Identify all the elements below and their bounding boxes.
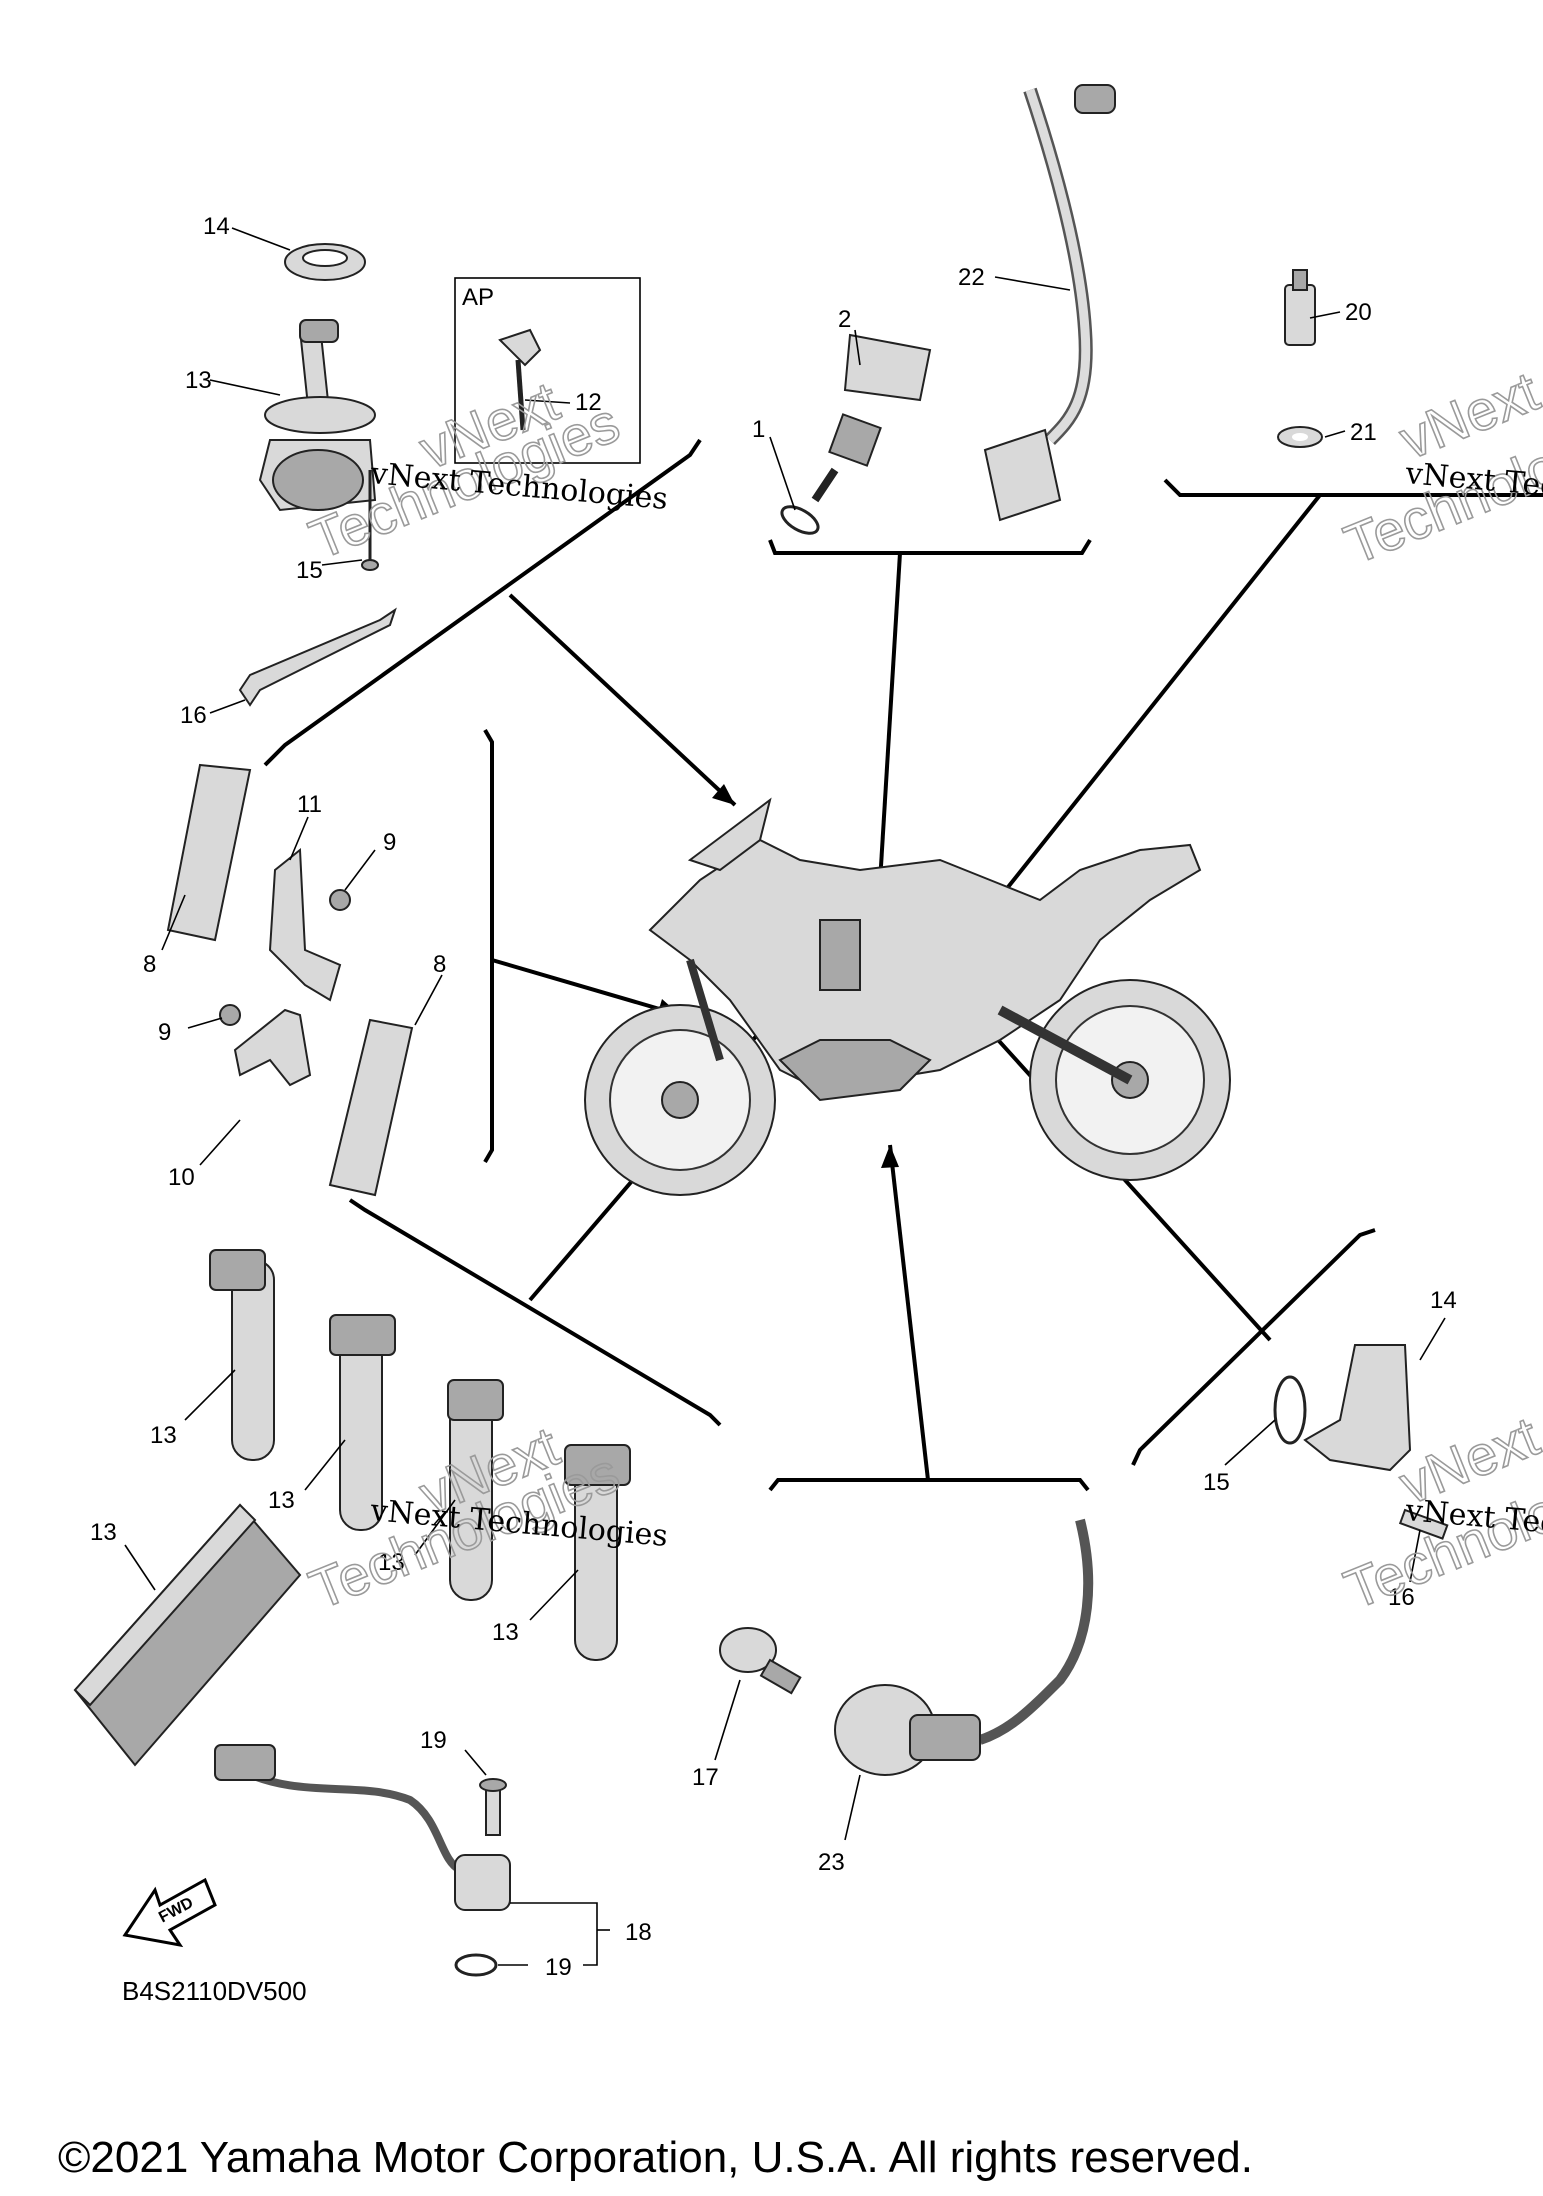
part-6-screw	[361, 470, 379, 571]
part-8-cover-lower	[328, 1018, 414, 1197]
part-2-sensor	[811, 333, 932, 503]
callout-3: 13	[185, 367, 212, 394]
part-9-nut-upper	[329, 889, 351, 911]
part-22-gasket	[1277, 426, 1323, 448]
part-17-sensor	[719, 1627, 802, 1695]
callout-6: 15	[296, 557, 323, 584]
callout-22: 21	[1350, 419, 1377, 446]
part-13-ignition-coil-4	[564, 1444, 631, 1661]
callout-20: 19	[420, 1727, 447, 1754]
part-24-sensor	[834, 1518, 1094, 1776]
callout-19: 19	[545, 1954, 572, 1981]
part-12-ecu	[73, 1503, 302, 1767]
callout-15: 15	[1203, 1469, 1230, 1496]
callout-9-lower: 9	[158, 1019, 171, 1046]
part-7-stay	[238, 607, 397, 707]
callout-7: 16	[180, 702, 207, 729]
part-13-ignition-coil-1	[209, 1249, 275, 1461]
callout-14: 14	[1430, 1287, 1457, 1314]
callout-13-d: 13	[492, 1619, 519, 1646]
copyright-notice: ©2021 Yamaha Motor Corporation, U.S.A. A…	[58, 2133, 1253, 2182]
motorcycle-illustration	[584, 797, 1231, 1196]
part-13-ignition-coil-3	[447, 1379, 504, 1601]
part-20-bolt	[479, 1778, 507, 1836]
part-11-bracket	[268, 847, 342, 1002]
part-3-main-switch	[258, 319, 377, 512]
fwd-arrow-icon: FWD	[122, 1877, 217, 1948]
callout-1: 1	[752, 416, 765, 443]
part-8-cover-upper	[166, 763, 252, 942]
part-23-sensor-lead	[983, 84, 1116, 522]
callout-2: 2	[838, 306, 851, 333]
leader-lines	[124, 227, 1446, 1966]
part-21-sensor	[1284, 269, 1316, 346]
callout-11: 11	[297, 791, 322, 818]
watermark-group-2: vNext Technologies vNext Technologies	[1335, 358, 1543, 577]
callout-8-right: 8	[433, 951, 446, 978]
document-code: B4S2110DV500	[122, 1976, 307, 2006]
callout-13-c: 13	[378, 1549, 405, 1576]
part-14-sensor	[1303, 1344, 1412, 1472]
callouts: 14 13 12 15 16 1 2 22 20 21 11 9 8 8 9 1…	[90, 213, 1457, 1981]
part-13-ignition-coil-2	[329, 1314, 396, 1531]
callout-13-b: 13	[268, 1487, 295, 1514]
part-5-cover-ring	[284, 243, 366, 281]
part-16-bolt	[1398, 1508, 1449, 1540]
callout-13-a: 13	[150, 1422, 177, 1449]
part-9-nut-lower	[219, 1004, 241, 1026]
callout-24: 23	[818, 1849, 845, 1876]
callout-5: 14	[203, 213, 230, 240]
callout-12: 13	[90, 1519, 117, 1546]
part-15-o-ring	[1273, 1375, 1307, 1445]
callout-23: 22	[958, 264, 985, 291]
part-18-sensor	[214, 1744, 511, 1911]
callout-17: 17	[692, 1764, 719, 1791]
part-10-bracket	[233, 1008, 312, 1087]
part-4-key	[454, 277, 641, 464]
part-1-o-ring	[780, 505, 820, 535]
callout-9-upper: 9	[383, 829, 396, 856]
part-19-o-ring	[454, 1953, 498, 1977]
callout-8-left: 8	[143, 951, 156, 978]
callout-16: 16	[1388, 1584, 1415, 1611]
ap-box-label: AP	[462, 284, 494, 311]
callout-18: 18	[625, 1919, 652, 1946]
callout-4: 12	[575, 389, 602, 416]
callout-21: 20	[1345, 299, 1372, 326]
callout-10: 10	[168, 1164, 195, 1191]
